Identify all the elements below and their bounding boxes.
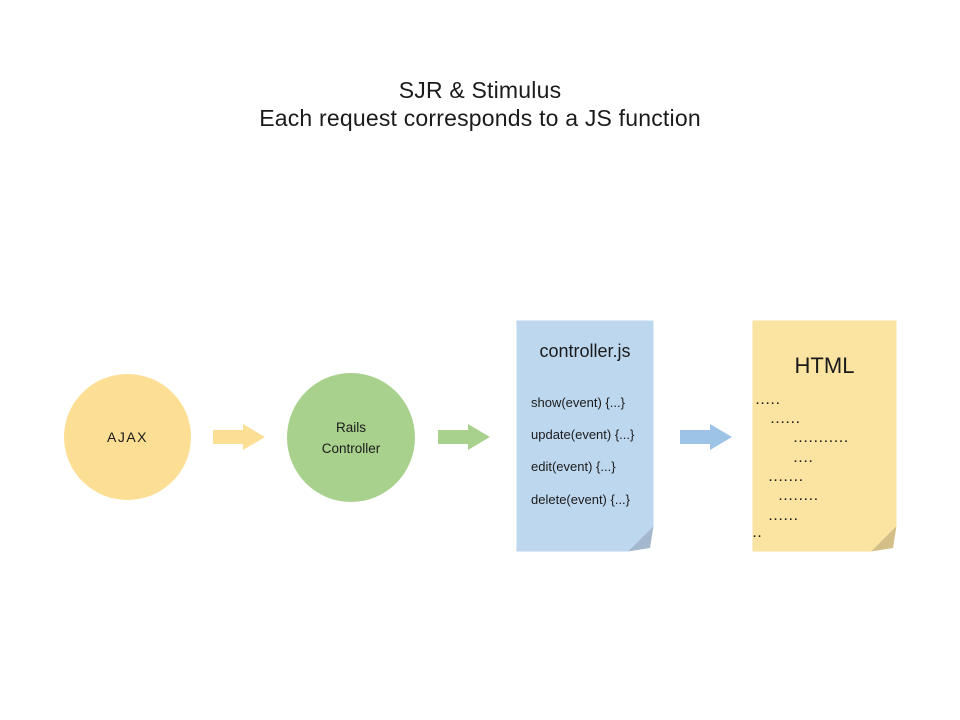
ajax-node-label: AJAX xyxy=(106,429,148,445)
controllerjs-note-title: controller.js xyxy=(539,341,631,361)
html-placeholder-line: ....... xyxy=(769,472,805,484)
arrow-rails-to-controllerjs-icon xyxy=(438,424,490,450)
arrow-shape xyxy=(680,424,732,450)
note-body xyxy=(516,320,654,552)
rails-controller-node-label: Rails Controller xyxy=(322,417,381,459)
html-note: HTML ..... ...... ........... .... .....… xyxy=(752,320,897,552)
note-fold-corner xyxy=(628,526,654,552)
note-body xyxy=(752,320,897,552)
html-placeholder-line: .. xyxy=(753,528,764,540)
arrow-shape xyxy=(213,424,265,450)
html-placeholder-line: ........ xyxy=(779,491,820,503)
arrow-shape xyxy=(438,424,490,450)
arrow-ajax-to-rails-icon xyxy=(213,424,265,450)
note-fold-corner xyxy=(871,526,897,552)
js-function-delete: delete(event) {...} xyxy=(531,492,631,507)
js-function-update: update(event) {...} xyxy=(531,427,635,442)
rails-label-line1: Rails xyxy=(335,419,366,435)
ajax-node: AJAX xyxy=(64,374,191,500)
slide-title-line1: SJR & Stimulus xyxy=(398,77,562,103)
rails-controller-node: Rails Controller xyxy=(287,373,415,502)
html-note-title: HTML xyxy=(794,353,855,378)
js-function-show: show(event) {...} xyxy=(531,395,625,410)
html-placeholder-line: .... xyxy=(794,453,815,465)
folded-note-icon xyxy=(752,320,897,552)
controllerjs-note: controller.js show(event) {...} update(e… xyxy=(516,320,654,552)
slide-title: SJR & Stimulus Each request corresponds … xyxy=(0,76,960,132)
slide-title-line2: Each request corresponds to a JS functio… xyxy=(259,105,701,131)
html-placeholder-line: ...... xyxy=(771,414,802,426)
html-placeholder-line: ...... xyxy=(769,511,800,523)
rails-label-line2: Controller xyxy=(321,440,381,456)
js-function-edit: edit(event) {...} xyxy=(531,459,616,474)
folded-note-icon xyxy=(516,320,654,552)
arrow-controllerjs-to-html-icon xyxy=(680,424,732,450)
html-placeholder-line: ........... xyxy=(794,433,850,445)
html-placeholder-line: ..... xyxy=(756,395,782,407)
